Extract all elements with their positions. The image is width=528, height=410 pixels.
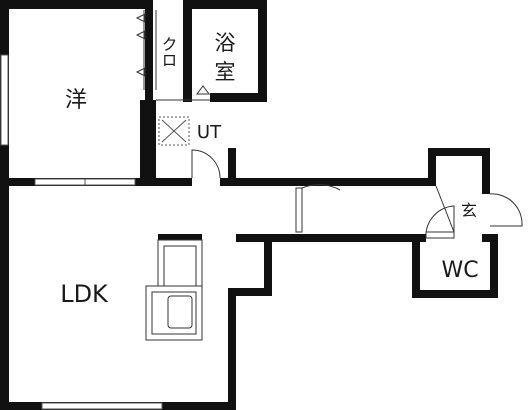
wall-wc-right [490, 234, 498, 298]
corridor-door-panel [295, 187, 303, 233]
wall-bath-top [183, 0, 267, 9]
wall-ut-left [148, 100, 156, 186]
wall-wc-bottom [412, 290, 498, 298]
walls [0, 0, 498, 410]
door-swings [191, 149, 523, 239]
closet-door-upper2 [135, 30, 146, 40]
closet-door-upper [135, 13, 146, 23]
room-label-closet: クロ [159, 36, 178, 68]
wall-corridor-bottom [264, 234, 426, 242]
window-ldk-bottom [41, 402, 163, 410]
window-western-left [0, 54, 9, 146]
wall-bath-bottom [210, 93, 267, 102]
closet-doors [135, 10, 157, 90]
kitchen [145, 239, 203, 341]
wall-entrance-left [428, 148, 436, 186]
wall-notch-top [236, 234, 272, 242]
wall-closet-right [145, 0, 153, 100]
room-label-utility: UT [197, 122, 222, 143]
room-label-bath-bottom: 室 [215, 60, 236, 84]
wall-entrance-top [428, 148, 490, 156]
washer-pan [158, 116, 190, 146]
bath-door [156, 85, 210, 101]
bath-door-arrow [196, 85, 210, 95]
wall-wc-top-right [482, 234, 498, 242]
wall-western-right [140, 100, 150, 186]
wall-wc-left [412, 234, 420, 298]
kitchen-sink [167, 295, 193, 329]
washer-pan-box [158, 116, 190, 146]
wc-door-swing [425, 205, 455, 235]
room-label-bath-top: 浴 [215, 31, 236, 55]
room-label-western: 洋 [65, 88, 87, 113]
windows [0, 54, 163, 410]
wall-bath-right [258, 0, 267, 102]
wall-ldk-right [232, 288, 272, 296]
wc-door-frame [425, 231, 455, 239]
wall-ut-bottom-right [220, 178, 236, 186]
wall-kitchen [158, 234, 202, 242]
room-label-entrance: 玄 [461, 201, 477, 220]
entrance-door-swing [489, 193, 523, 227]
wall-bath-left [183, 0, 192, 102]
washer-pan-diag2 [161, 119, 187, 143]
room-labels: 洋 クロ 浴 室 UT LDK 玄 WC [60, 31, 478, 308]
wall-notch-right [264, 234, 272, 296]
entrance-step [435, 185, 455, 233]
wall-left [0, 0, 9, 410]
closet-door-lower [135, 67, 146, 77]
corridor-door-swing [301, 184, 341, 232]
wall-ldk-right-lower [228, 288, 236, 410]
ut-door-swing [191, 149, 221, 179]
wall-top [0, 0, 152, 9]
room-label-ldk: LDK [60, 280, 109, 308]
wall-entrance-right [482, 148, 490, 194]
wall-corridor-top [236, 178, 428, 186]
wall-ut-right [228, 148, 236, 186]
wall-ut-bottom [148, 178, 192, 186]
room-label-wc: WC [441, 258, 478, 283]
